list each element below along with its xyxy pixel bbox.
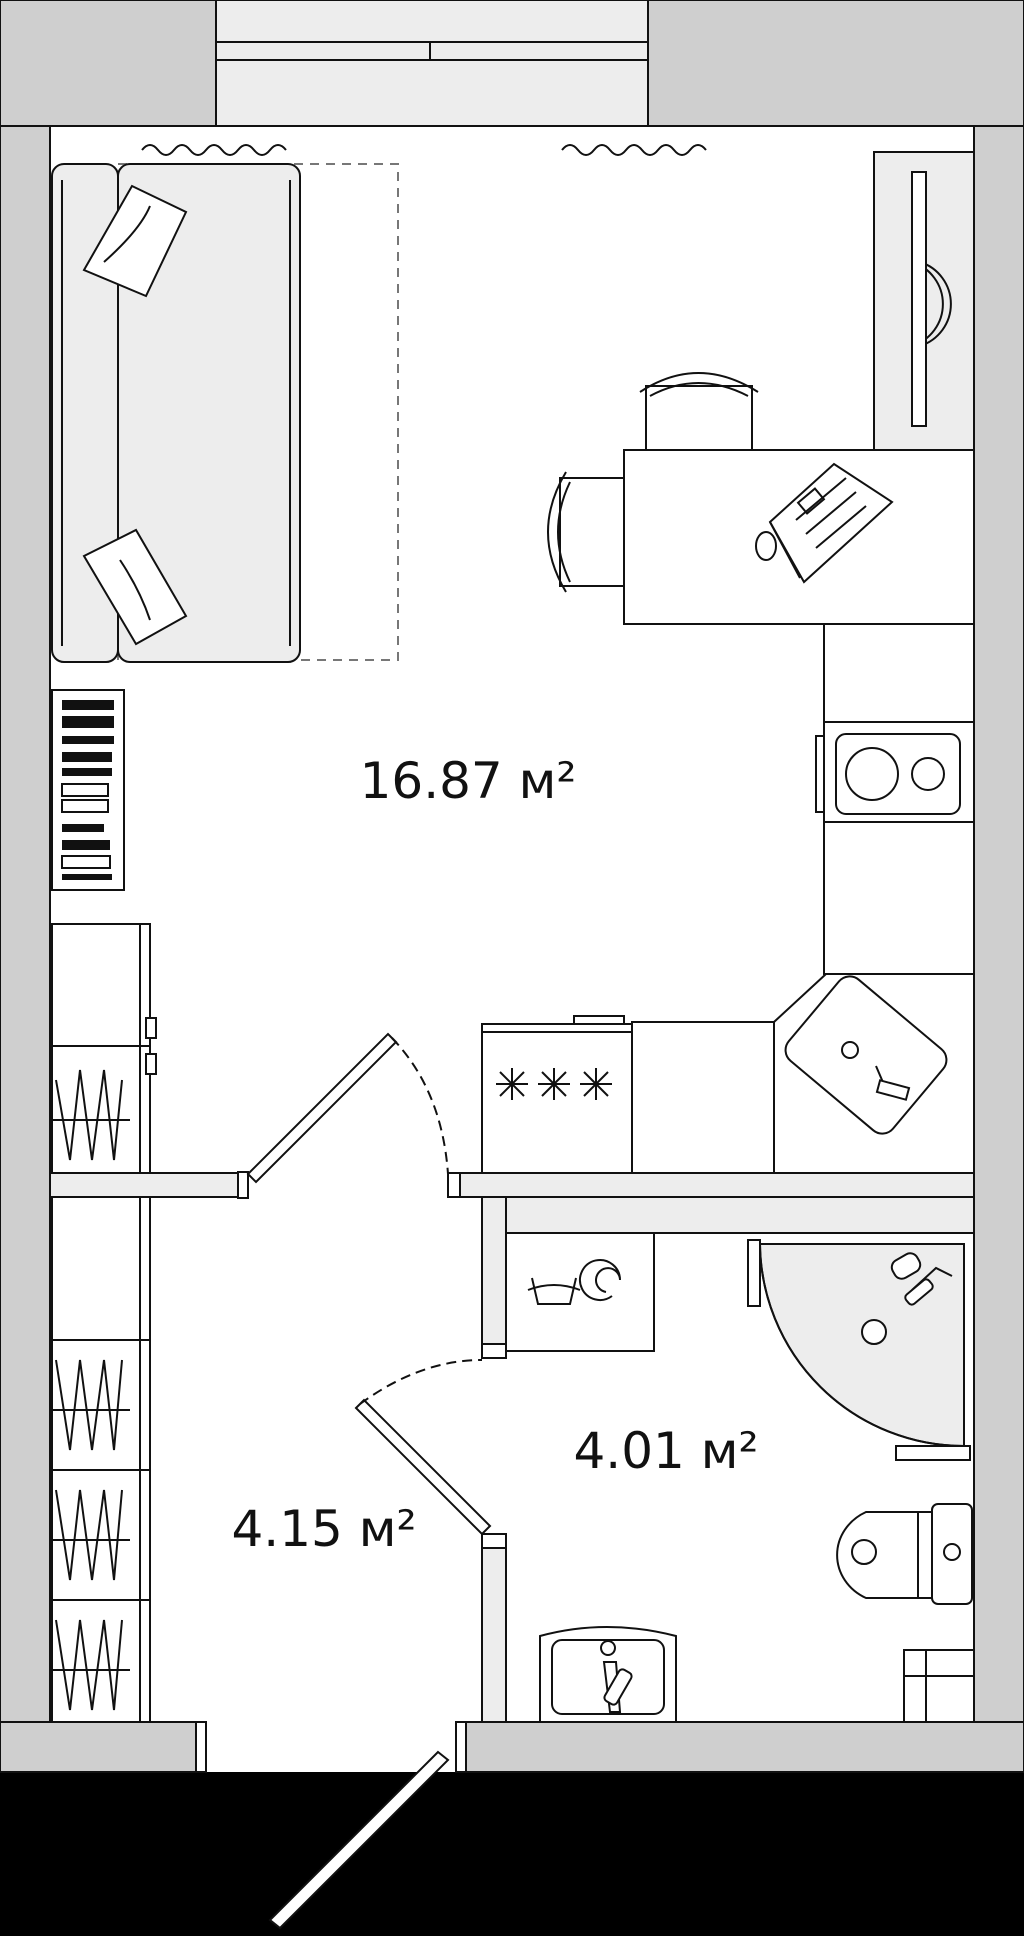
- area-label-living-room: 16.87 м²: [360, 752, 577, 810]
- walls: [0, 0, 1024, 1773]
- washbasin-icon: [539, 1626, 677, 1723]
- bathroom-shelf: [903, 1649, 975, 1723]
- door-jamb-right: [455, 1721, 467, 1773]
- curtain-icon: [141, 144, 707, 156]
- area-label-bathroom: 4.01 м²: [574, 1422, 759, 1480]
- door-jamb-left: [195, 1721, 207, 1773]
- bath-partition-lower: [481, 1533, 507, 1723]
- bookshelf-icon: [51, 689, 125, 891]
- door-icon: [268, 1750, 450, 1930]
- bath-partition-jamb-top: [481, 1343, 507, 1359]
- toilet-icon: [836, 1503, 973, 1605]
- pillow-icon: [82, 184, 188, 646]
- bath-partition-jamb-bottom: [481, 1533, 507, 1549]
- sink-icon: [773, 973, 975, 1174]
- sofa-icon: [51, 163, 399, 663]
- washing-machine-icon: [505, 1232, 655, 1352]
- window-icon: [215, 0, 649, 127]
- wardrobe-icon: [51, 923, 157, 1174]
- exterior-area: [0, 1772, 1024, 1936]
- bath-partition-upper: [481, 1196, 507, 1358]
- door-icon: [237, 1032, 449, 1199]
- tv-icon: [873, 151, 975, 451]
- chair-icon: [547, 471, 625, 593]
- top-wall-left: [0, 0, 217, 127]
- chair-icon: [639, 372, 759, 451]
- right-wall: [973, 125, 1024, 1773]
- mouse-icon: [755, 531, 777, 561]
- area-label-hallway: 4.15 м²: [232, 1500, 417, 1558]
- bottom-wall-left: [0, 1721, 197, 1773]
- laptop-icon: [768, 462, 894, 584]
- stove-icon: [481, 1015, 775, 1174]
- hob-icon: [815, 733, 961, 815]
- bottom-wall-right: [465, 1721, 1024, 1773]
- wardrobe-icon: [51, 1196, 151, 1723]
- top-wall-right: [647, 0, 1024, 127]
- partition-left: [49, 1172, 241, 1198]
- partition-right: [457, 1172, 975, 1198]
- duct: [505, 1196, 975, 1234]
- shower-icon: [747, 1239, 971, 1461]
- partition-right-jamb: [447, 1172, 461, 1198]
- door-icon: [354, 1359, 492, 1536]
- left-wall: [0, 125, 51, 1773]
